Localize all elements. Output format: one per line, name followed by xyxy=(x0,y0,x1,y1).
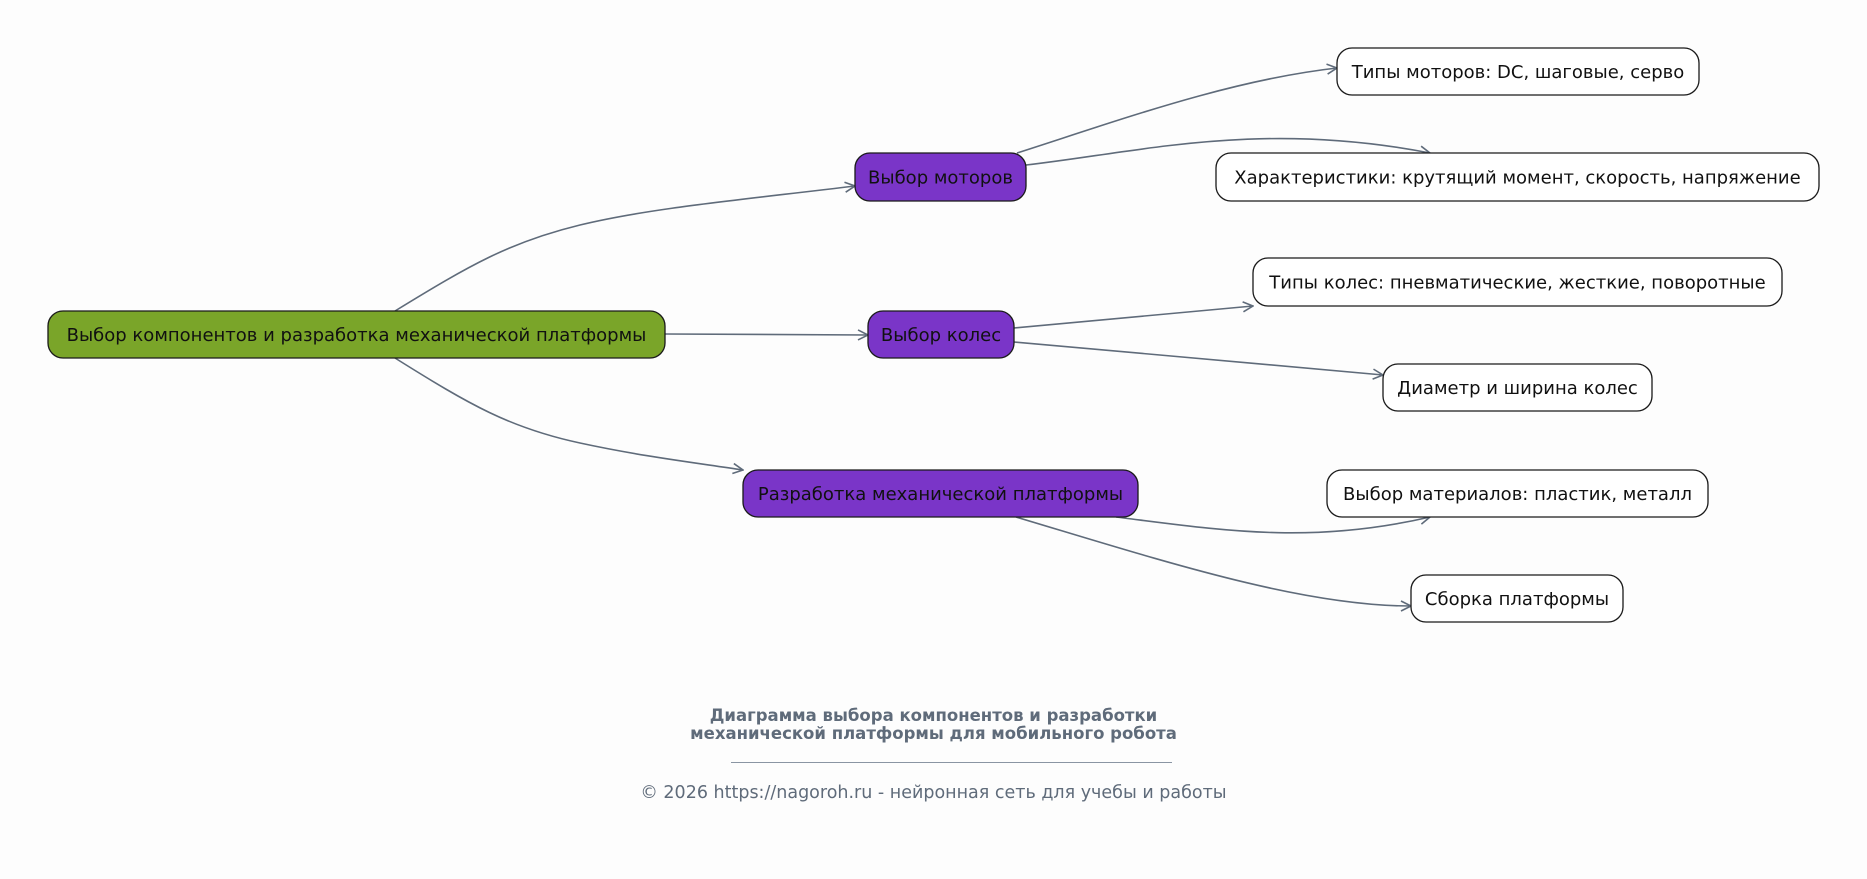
node-label-platform: Разработка механической платформы xyxy=(758,484,1123,505)
node-motor-specs: Характеристики: крутящий момент, скорост… xyxy=(1215,152,1820,202)
edge-platform-to-materials xyxy=(1115,517,1430,534)
copyright-footer: © 2026 https://nagoroh.ru - нейронная се… xyxy=(640,783,1227,803)
node-assembly: Сборка платформы xyxy=(1410,574,1624,623)
node-box-wheels xyxy=(867,310,1015,359)
node-box-wheel-size xyxy=(1382,363,1653,412)
node-label-wheel-size: Диаметр и ширина колес xyxy=(1397,378,1638,399)
edge-root-to-platform xyxy=(394,357,743,470)
node-wheels: Выбор колес xyxy=(867,310,1015,359)
nodes: Выбор компонентов и разработка механичес… xyxy=(47,47,1820,623)
node-materials: Выбор материалов: пластик, металл xyxy=(1326,469,1709,518)
node-box-motors xyxy=(854,152,1027,202)
node-box-wheel-types xyxy=(1252,257,1783,307)
node-label-materials: Выбор материалов: пластик, металл xyxy=(1343,484,1692,505)
edges xyxy=(394,68,1430,606)
node-motors: Выбор моторов xyxy=(854,152,1027,202)
node-box-root xyxy=(47,310,666,359)
edge-root-to-wheels xyxy=(664,334,868,335)
edge-motors-to-motor-types xyxy=(1016,68,1337,154)
node-platform: Разработка механической платформы xyxy=(742,469,1139,518)
node-wheel-size: Диаметр и ширина колес xyxy=(1382,363,1653,412)
node-box-motor-types xyxy=(1336,47,1700,96)
node-label-motor-specs: Характеристики: крутящий момент, скорост… xyxy=(1234,168,1800,189)
node-box-motor-specs xyxy=(1215,152,1820,202)
node-wheel-types: Типы колес: пневматические, жесткие, пов… xyxy=(1252,257,1783,307)
caption-title-line-1: Диаграмма выбора компонентов и разработк… xyxy=(709,706,1158,725)
diagram-caption: Диаграмма выбора компонентов и разработк… xyxy=(0,707,1867,743)
node-label-assembly: Сборка платформы xyxy=(1425,589,1609,610)
node-label-wheel-types: Типы колес: пневматические, жесткие, пов… xyxy=(1268,273,1765,294)
node-box-materials xyxy=(1326,469,1709,518)
edge-motors-to-motor-specs xyxy=(1025,137,1430,166)
caption-title-line-2: механической платформы для мобильного ро… xyxy=(690,724,1177,743)
caption-divider xyxy=(731,762,1172,763)
node-root: Выбор компонентов и разработка механичес… xyxy=(47,310,666,359)
node-label-motor-types: Типы моторов: DC, шаговые, серво xyxy=(1351,62,1685,83)
node-label-wheels: Выбор колес xyxy=(881,325,1001,346)
edge-platform-to-assembly xyxy=(1015,516,1411,606)
edge-wheels-to-wheel-size xyxy=(1013,341,1383,375)
node-box-assembly xyxy=(1410,574,1624,623)
node-label-root: Выбор компонентов и разработка механичес… xyxy=(67,325,647,346)
edge-root-to-motors xyxy=(394,186,855,312)
node-motor-types: Типы моторов: DC, шаговые, серво xyxy=(1336,47,1700,96)
node-box-platform xyxy=(742,469,1139,518)
edge-wheels-to-wheel-types xyxy=(1013,306,1253,329)
node-label-motors: Выбор моторов xyxy=(868,168,1013,189)
